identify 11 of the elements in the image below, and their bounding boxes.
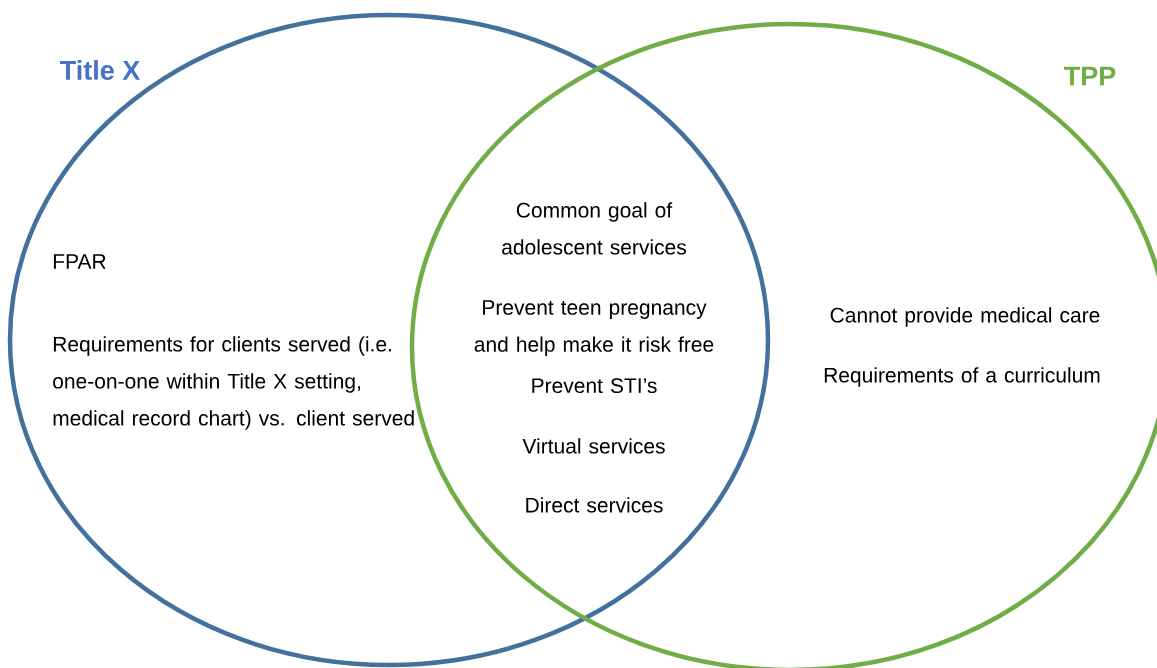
overlap-item: Common goal of adolescent services [502,202,686,255]
set-item: Cannot provide medical care [830,307,1100,327]
overlap-item: Virtual services [522,438,665,454]
set-item: Requirements of a curriculum [824,367,1100,387]
overlap-item: Prevent STI’s [532,378,657,394]
circle-heading: Title X [60,60,140,80]
overlap-item: Prevent teen pregnancy and help make it risk free [474,300,714,356]
set-item: FPAR [53,254,106,269]
set-item: Requirements for clients served (i.e. one-on-one within Title X setting, medical record chart) vs. client served [53,336,414,430]
overlap-item: Direct services [526,497,663,513]
circle-heading: TPP [1064,66,1116,86]
